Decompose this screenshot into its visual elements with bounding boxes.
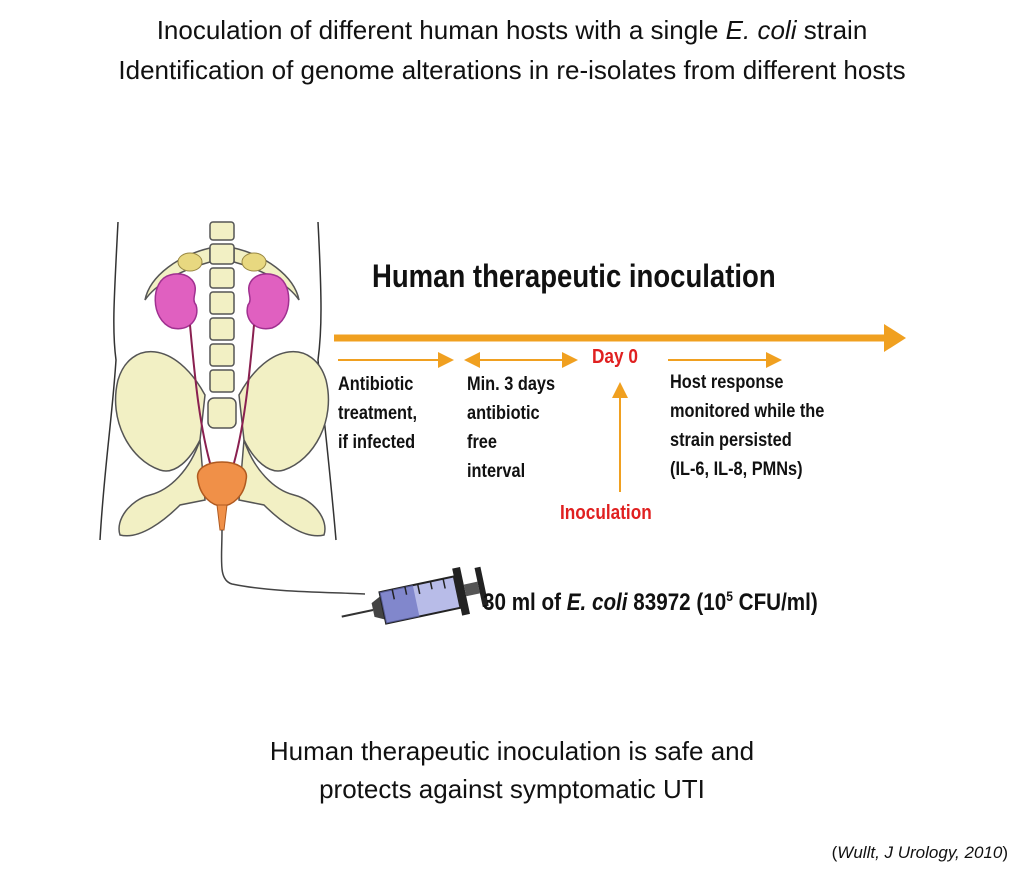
- conclusion-line-1: Human therapeutic inoculation is safe an…: [269, 736, 755, 766]
- ureters: [189, 324, 255, 471]
- timeline-arrowhead: [884, 324, 906, 352]
- dose-volume: 30 ml of: [483, 589, 567, 616]
- citation: (Wullt, J Urology, 2010): [832, 843, 1008, 863]
- kidneys-icon: [154, 273, 290, 330]
- citation-reference: Wullt, J Urology, 2010: [837, 843, 1003, 862]
- adrenal-glands: [177, 252, 267, 272]
- step-antibiotic-free-interval: Min. 3 days antibiotic free interval: [467, 374, 556, 482]
- body-outline: [99, 221, 337, 541]
- citation-close: ): [1002, 843, 1008, 862]
- header-line-1: Inoculation of different human hosts wit…: [0, 14, 1024, 46]
- inoculation-label: Inoculation: [560, 502, 652, 524]
- header-line-1-end: strain: [796, 15, 868, 45]
- dose-species: E. coli: [566, 589, 628, 616]
- bladder-icon: [196, 461, 248, 531]
- header-line-2: Identification of genome alterations in …: [118, 55, 906, 85]
- day-zero-label: Day 0: [592, 346, 638, 368]
- step-host-response: Host response monitored while the strain…: [670, 372, 825, 480]
- dose-exponent: 5: [726, 588, 733, 604]
- header-line-1-species: E. coli: [725, 15, 797, 45]
- citation-open: (: [831, 843, 838, 862]
- dose-label: 30 ml of E. coli 83972 (105 CFU/ml): [483, 588, 818, 617]
- header-line-1-text: Inoculation of different human hosts wit…: [156, 15, 726, 45]
- step-antibiotic-treatment: Antibiotic treatment, if infected: [338, 374, 417, 453]
- spine-icon: [209, 221, 235, 393]
- dose-unit: CFU/ml): [732, 589, 818, 616]
- conclusion: Human therapeutic inoculation is safe an…: [0, 732, 1024, 808]
- conclusion-line-2: protects against symptomatic UTI: [319, 774, 705, 804]
- catheter-tube: [220, 529, 366, 595]
- pelvis-icon: [114, 350, 330, 537]
- diagram-title: Human therapeutic inoculation: [372, 258, 776, 294]
- dose-strain: 83972 (10: [627, 589, 727, 616]
- syringe-icon: [341, 566, 489, 625]
